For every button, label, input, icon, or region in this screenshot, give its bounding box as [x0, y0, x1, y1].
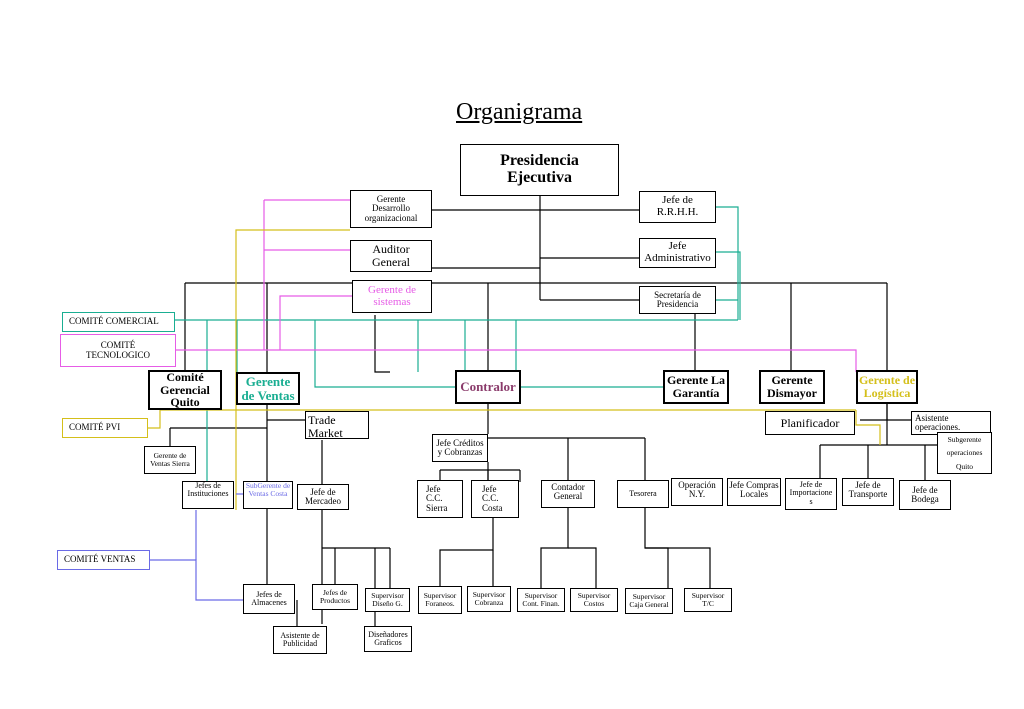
node-label: Supervisor Cont. Finan. — [522, 591, 560, 608]
node-label: Presidencia Ejecutiva — [500, 152, 579, 186]
node-jefe-cc-sierra: Jefe C.C. Sierra — [417, 480, 463, 518]
node-contralor: Contralor — [455, 370, 521, 404]
node-label: Supervisor Costos — [577, 591, 611, 608]
committee-label: COMITÉ COMERCIAL — [69, 316, 159, 327]
node-label: Supervisor Foraneos. — [423, 591, 457, 608]
node-label: Asistente de Publicidad — [280, 630, 320, 648]
node-label: Jefe de R.R.H.H. — [656, 194, 699, 218]
committee-label: COMITÉ PVI — [69, 422, 121, 433]
node-label: SubGerente de Ventas Costa — [245, 481, 291, 498]
node-jefe-cc-costa: Jefe C.C. Costa — [471, 480, 519, 518]
node-supervisor-diseno: Supervisor Diseño G. — [365, 588, 410, 612]
node-label: Subgerente operaciones Quito — [946, 434, 983, 471]
node-jefe-importaciones: Jefe de Importacione s — [785, 478, 837, 510]
node-label: Gerente de sistemas — [368, 283, 416, 308]
node-label: Jefe de Transporte — [848, 480, 888, 500]
node-label: Jefes de Productos — [320, 588, 350, 605]
node-auditor: Auditor General — [350, 240, 432, 272]
node-label: Tesorera — [629, 488, 657, 498]
node-supervisor-cont-finan: Supervisor Cont. Finan. — [517, 588, 565, 612]
node-label: Contralor — [460, 379, 516, 395]
node-supervisor-caja: Supervisor Caja General — [625, 588, 673, 614]
node-label: Gerente Desarrollo organizacional — [364, 193, 418, 223]
node-label: Gerente de Ventas Sierra — [150, 451, 190, 468]
node-disenadores: Diseñadores Graficos — [364, 626, 412, 652]
node-label: Supervisor Caja General — [629, 592, 669, 609]
committee-label: COMITÉ VENTAS — [64, 554, 136, 565]
node-jefe-administrativo: Jefe Administrativo — [639, 238, 716, 268]
magenta-connectors — [175, 199, 857, 372]
node-label: Secretaría de Presidencia — [654, 289, 701, 309]
chart-title: Organigrama — [456, 99, 583, 125]
node-label: Jefe de Importacione s — [789, 480, 833, 506]
node-label: Operación N.Y. — [678, 480, 716, 500]
node-comite-gerencial: Comité Gerencial Quito — [148, 370, 222, 410]
node-supervisor-foraneos: Supervisor Foraneos. — [418, 586, 462, 614]
node-label: Jefes de Almacenes — [251, 589, 287, 607]
node-subgerente-ventas-costa: SubGerente de Ventas Costa — [243, 481, 293, 509]
node-label: Jefe de Mercadeo — [305, 486, 341, 506]
node-label: Comité Gerencial Quito — [160, 370, 210, 410]
node-subgerente-operaciones: Subgerente operaciones Quito — [937, 432, 992, 474]
node-jefes-almacenes: Jefes de Almacenes — [243, 584, 295, 614]
node-contador-general: Contador General — [541, 480, 595, 508]
node-asistente-publicidad: Asistente de Publicidad — [273, 626, 327, 654]
node-label: Contador General — [551, 482, 585, 502]
node-operacion-ny: Operación N.Y. — [671, 478, 723, 506]
node-jefe-creditos: Jefe Créditos y Cobranzas — [432, 434, 488, 462]
node-gerente-ventas: Gerente de Ventas — [236, 372, 300, 405]
node-trade-market: Trade Market — [305, 411, 369, 439]
node-jefe-compras: Jefe Compras Locales — [727, 478, 781, 506]
node-label: Jefes de Instituciones — [187, 481, 229, 499]
node-gerente-desarrollo: Gerente Desarrollo organizacional — [350, 190, 432, 228]
node-label: Supervisor Diseño G. — [371, 591, 404, 608]
node-label: Gerente de Logística — [858, 373, 916, 400]
committee-pvi: COMITÉ PVI — [62, 418, 148, 438]
node-label: Jefe C.C. Costa — [482, 483, 503, 513]
node-jefes-productos: Jefes de Productos — [312, 584, 358, 610]
node-gerente-garantia: Gerente La Garantía — [663, 370, 729, 404]
node-label: Asistente operaciones. — [915, 412, 961, 432]
node-label: Jefe Créditos y Cobranzas — [436, 437, 484, 457]
node-jefe-mercadeo: Jefe de Mercadeo — [297, 484, 349, 510]
node-jefe-transporte: Jefe de Transporte — [842, 478, 894, 506]
node-label: Gerente La Garantía — [666, 373, 726, 400]
node-asistente-operaciones: Asistente operaciones. — [911, 411, 991, 435]
node-label: Gerente de Ventas — [241, 373, 295, 403]
node-jefe-bodega: Jefe de Bodega — [899, 480, 951, 510]
node-supervisor-tc: Supervisor T/C — [684, 588, 732, 612]
node-supervisor-cobranza: Supervisor Cobranza — [467, 586, 511, 612]
node-presidencia: Presidencia Ejecutiva — [460, 144, 619, 196]
node-gerente-dismayor: Gerente Dismayor — [759, 370, 825, 404]
node-label: Jefe Compras Locales — [729, 480, 779, 500]
yellow-connectors — [148, 229, 881, 510]
node-label: Trade Market — [308, 413, 343, 439]
node-jefe-rrhh: Jefe de R.R.H.H. — [639, 191, 716, 223]
committee-comercial: COMITÉ COMERCIAL — [62, 312, 175, 332]
node-label: Jefe Administrativo — [644, 240, 711, 264]
node-label: Jefe de Bodega — [911, 484, 939, 504]
committee-ventas: COMITÉ VENTAS — [57, 550, 150, 570]
node-label: Diseñadores Graficos — [368, 629, 408, 647]
node-label: Supervisor T/C — [691, 591, 725, 608]
committee-tecnologico: COMITÉ TECNOLOGICO — [60, 334, 176, 367]
node-tesorera: Tesorera — [617, 480, 669, 508]
blue-connectors — [150, 493, 243, 601]
node-gerente-ventas-sierra: Gerente de Ventas Sierra — [144, 446, 196, 474]
node-label: Auditor General — [372, 242, 410, 269]
node-label: Gerente Dismayor — [767, 373, 817, 400]
node-label: Planificador — [780, 415, 840, 430]
node-planificador: Planificador — [765, 411, 855, 435]
node-gerente-sistemas: Gerente de sistemas — [352, 280, 432, 313]
node-jefes-instituciones: Jefes de Instituciones — [182, 481, 234, 509]
node-supervisor-costos: Supervisor Costos — [570, 588, 618, 612]
committee-label: COMITÉ TECNOLOGICO — [86, 339, 150, 360]
node-label: Supervisor Cobranza — [472, 590, 506, 607]
node-label: Jefe C.C. Sierra — [426, 483, 448, 513]
node-secretaria: Secretaría de Presidencia — [639, 286, 716, 314]
node-gerente-logistica: Gerente de Logística — [856, 370, 918, 404]
